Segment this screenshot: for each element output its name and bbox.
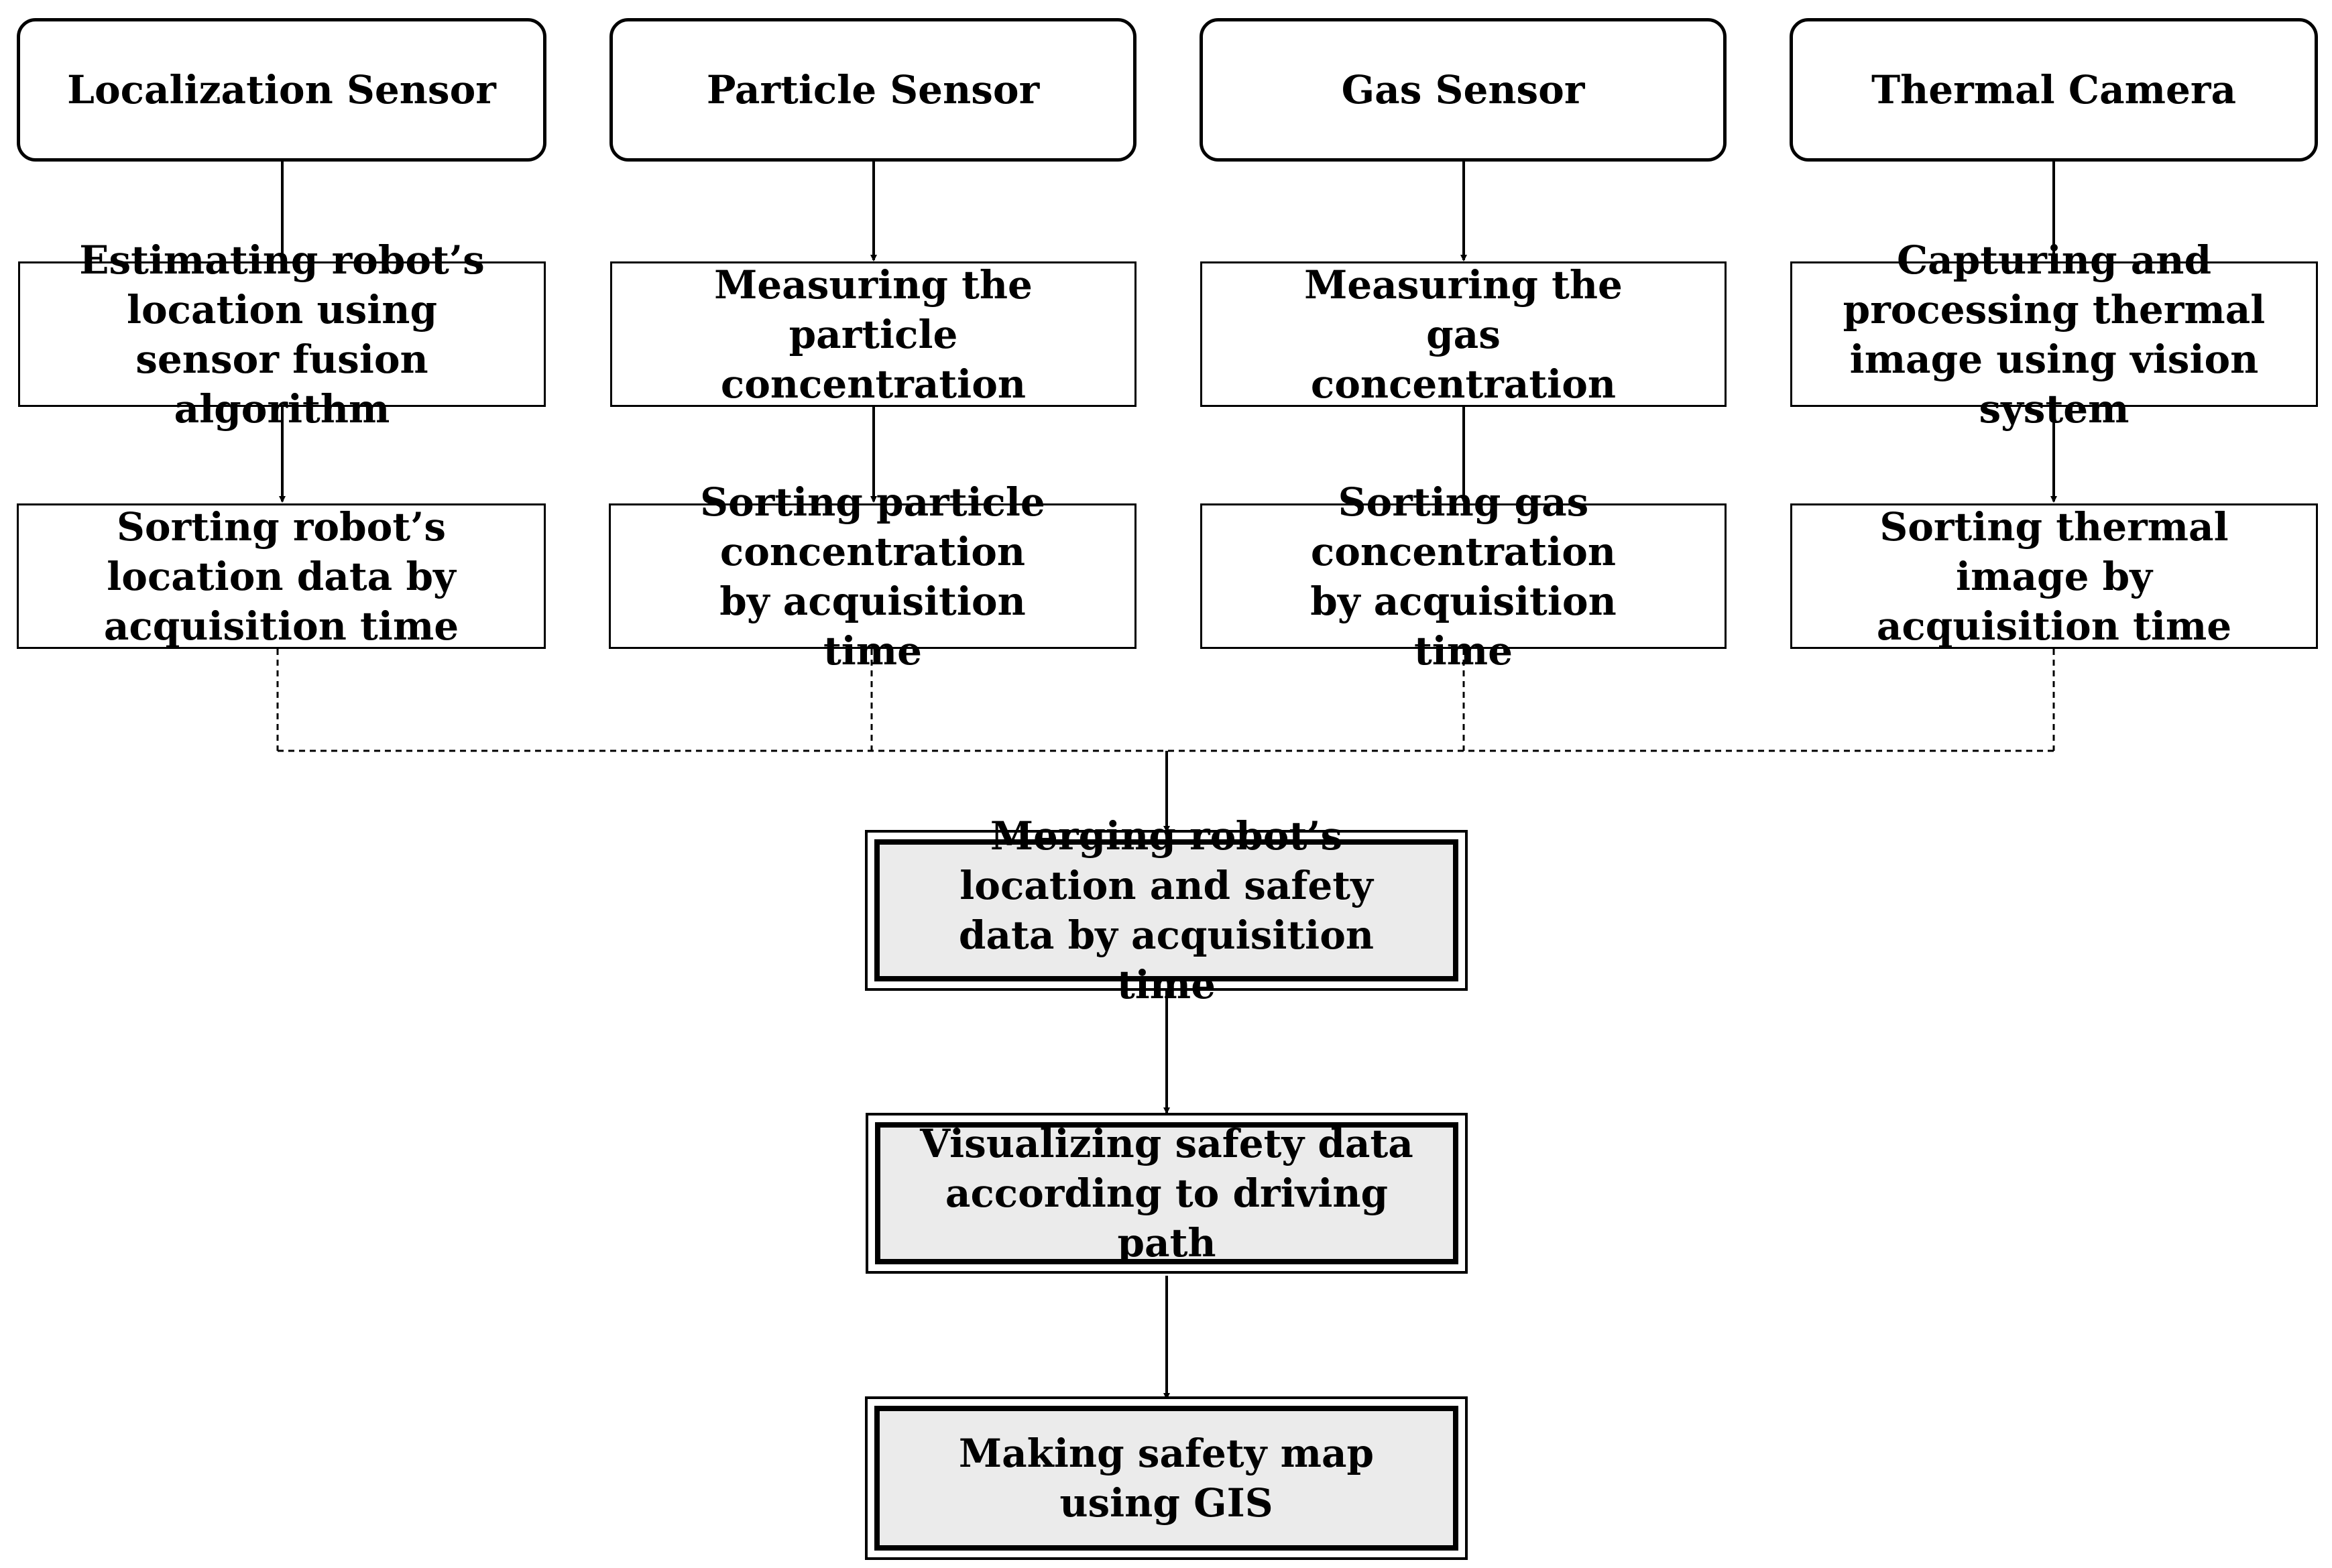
measuring-gas-step: Measuring the gas concentration (1200, 261, 1727, 407)
sorting-location-step: Sorting robot’s location data by acquisi… (17, 503, 546, 649)
particle-sensor-node: Particle Sensor (609, 18, 1136, 162)
localization-sensor-node: Localization Sensor (17, 18, 546, 162)
sorting-particle-label: Sorting particle concentration by acquis… (700, 479, 1045, 674)
visualize-step: Visualizing safety data according to dri… (866, 1113, 1468, 1274)
sorting-thermal-step: Sorting thermal image by acquisition tim… (1790, 503, 2318, 649)
capturing-thermal-step: Capturing and processing thermal image u… (1790, 237, 2318, 432)
thermal-camera-label: Thermal Camera (1871, 67, 2237, 113)
safety-map-step-label: Making safety map using GIS (958, 1431, 1375, 1526)
merge-step: Merging robot’s location and safety data… (865, 813, 1468, 1008)
sorting-gas-step: Sorting gas concentration by acquisition… (1200, 479, 1727, 674)
visualize-step-label: Visualizing safety data according to dri… (920, 1121, 1413, 1266)
estimating-location-step: Estimating robot’s location using sensor… (18, 237, 546, 432)
localization-sensor-label: Localization Sensor (67, 67, 496, 113)
safety-map-step-inner: Making safety map using GIS (874, 1406, 1458, 1551)
visualize-step-inner: Visualizing safety data according to dri… (875, 1121, 1458, 1266)
thermal-camera-node: Thermal Camera (1790, 18, 2318, 162)
sorting-location-label: Sorting robot’s location data by acquisi… (103, 503, 459, 649)
merge-step-label: Merging robot’s location and safety data… (958, 813, 1375, 1008)
sorting-gas-label: Sorting gas concentration by acquisition… (1310, 479, 1617, 674)
sorting-thermal-label: Sorting thermal image by acquisition tim… (1876, 503, 2232, 649)
sorting-particle-step: Sorting particle concentration by acquis… (609, 479, 1136, 674)
gas-sensor-label: Gas Sensor (1341, 67, 1585, 113)
gas-sensor-node: Gas Sensor (1200, 18, 1727, 162)
measuring-gas-label: Measuring the gas concentration (1304, 261, 1623, 407)
measuring-particle-step: Measuring the particle concentration (610, 261, 1136, 407)
capturing-thermal-label: Capturing and processing thermal image u… (1843, 237, 2266, 432)
estimating-location-label: Estimating robot’s location using sensor… (79, 237, 485, 432)
measuring-particle-label: Measuring the particle concentration (714, 261, 1033, 407)
particle-sensor-label: Particle Sensor (706, 67, 1040, 113)
safety-map-step: Making safety map using GIS (865, 1396, 1468, 1560)
merge-step-inner: Merging robot’s location and safety data… (874, 813, 1458, 1008)
